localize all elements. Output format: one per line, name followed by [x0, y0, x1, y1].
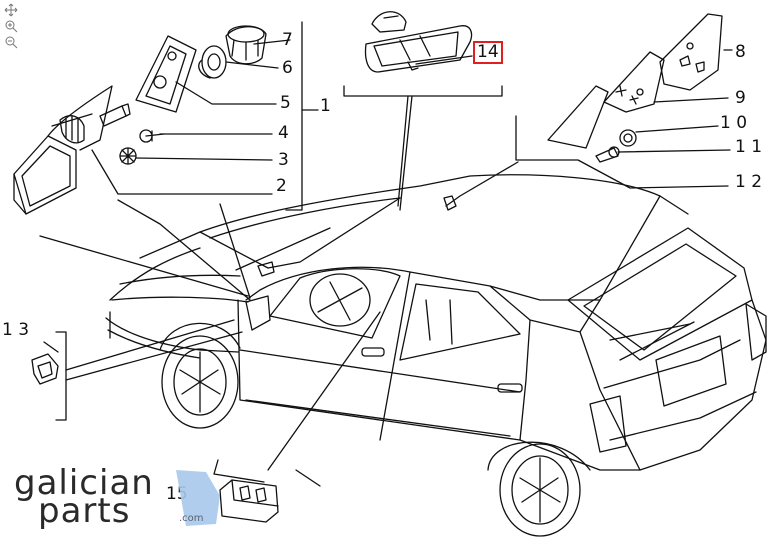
exterior-mirror-assembly	[13, 21, 319, 301]
callout-part-5[interactable]: 5	[280, 93, 291, 113]
callout-part-14[interactable]: 14	[473, 41, 503, 64]
callout-part-11[interactable]: 1 1	[735, 137, 763, 157]
interior-switch	[213, 311, 381, 523]
clip-part	[31, 319, 243, 421]
callout-part-3[interactable]: 3	[278, 150, 289, 170]
brand-logo: galician parts .com	[14, 463, 220, 531]
zoom-toolbar	[4, 3, 20, 51]
brand-line-1: galician	[14, 463, 154, 503]
zoom-out-icon[interactable]	[4, 35, 18, 49]
brand-line-2: parts	[38, 491, 131, 531]
callout-part-12[interactable]: 1 2	[735, 172, 763, 192]
zoom-in-icon[interactable]	[4, 19, 18, 33]
callout-part-10[interactable]: 1 0	[720, 113, 748, 133]
callout-part-1[interactable]: 1	[320, 96, 331, 116]
callout-part-13[interactable]: 1 3	[2, 320, 30, 340]
quarter-trim-panels	[443, 13, 733, 211]
callout-part-4[interactable]: 4	[278, 123, 289, 143]
callout-part-2[interactable]: 2	[276, 176, 287, 196]
callout-part-6[interactable]: 6	[282, 58, 293, 78]
callout-part-8[interactable]: 8	[735, 42, 746, 62]
brand-accent-shape	[176, 470, 220, 526]
callout-part-9[interactable]: 9	[735, 88, 746, 108]
car-illustration	[105, 174, 767, 537]
interior-mirror	[343, 11, 503, 211]
brand-suffix: .com	[179, 513, 204, 524]
callout-part-7[interactable]: 7	[282, 30, 293, 50]
move-icon[interactable]	[4, 3, 18, 17]
